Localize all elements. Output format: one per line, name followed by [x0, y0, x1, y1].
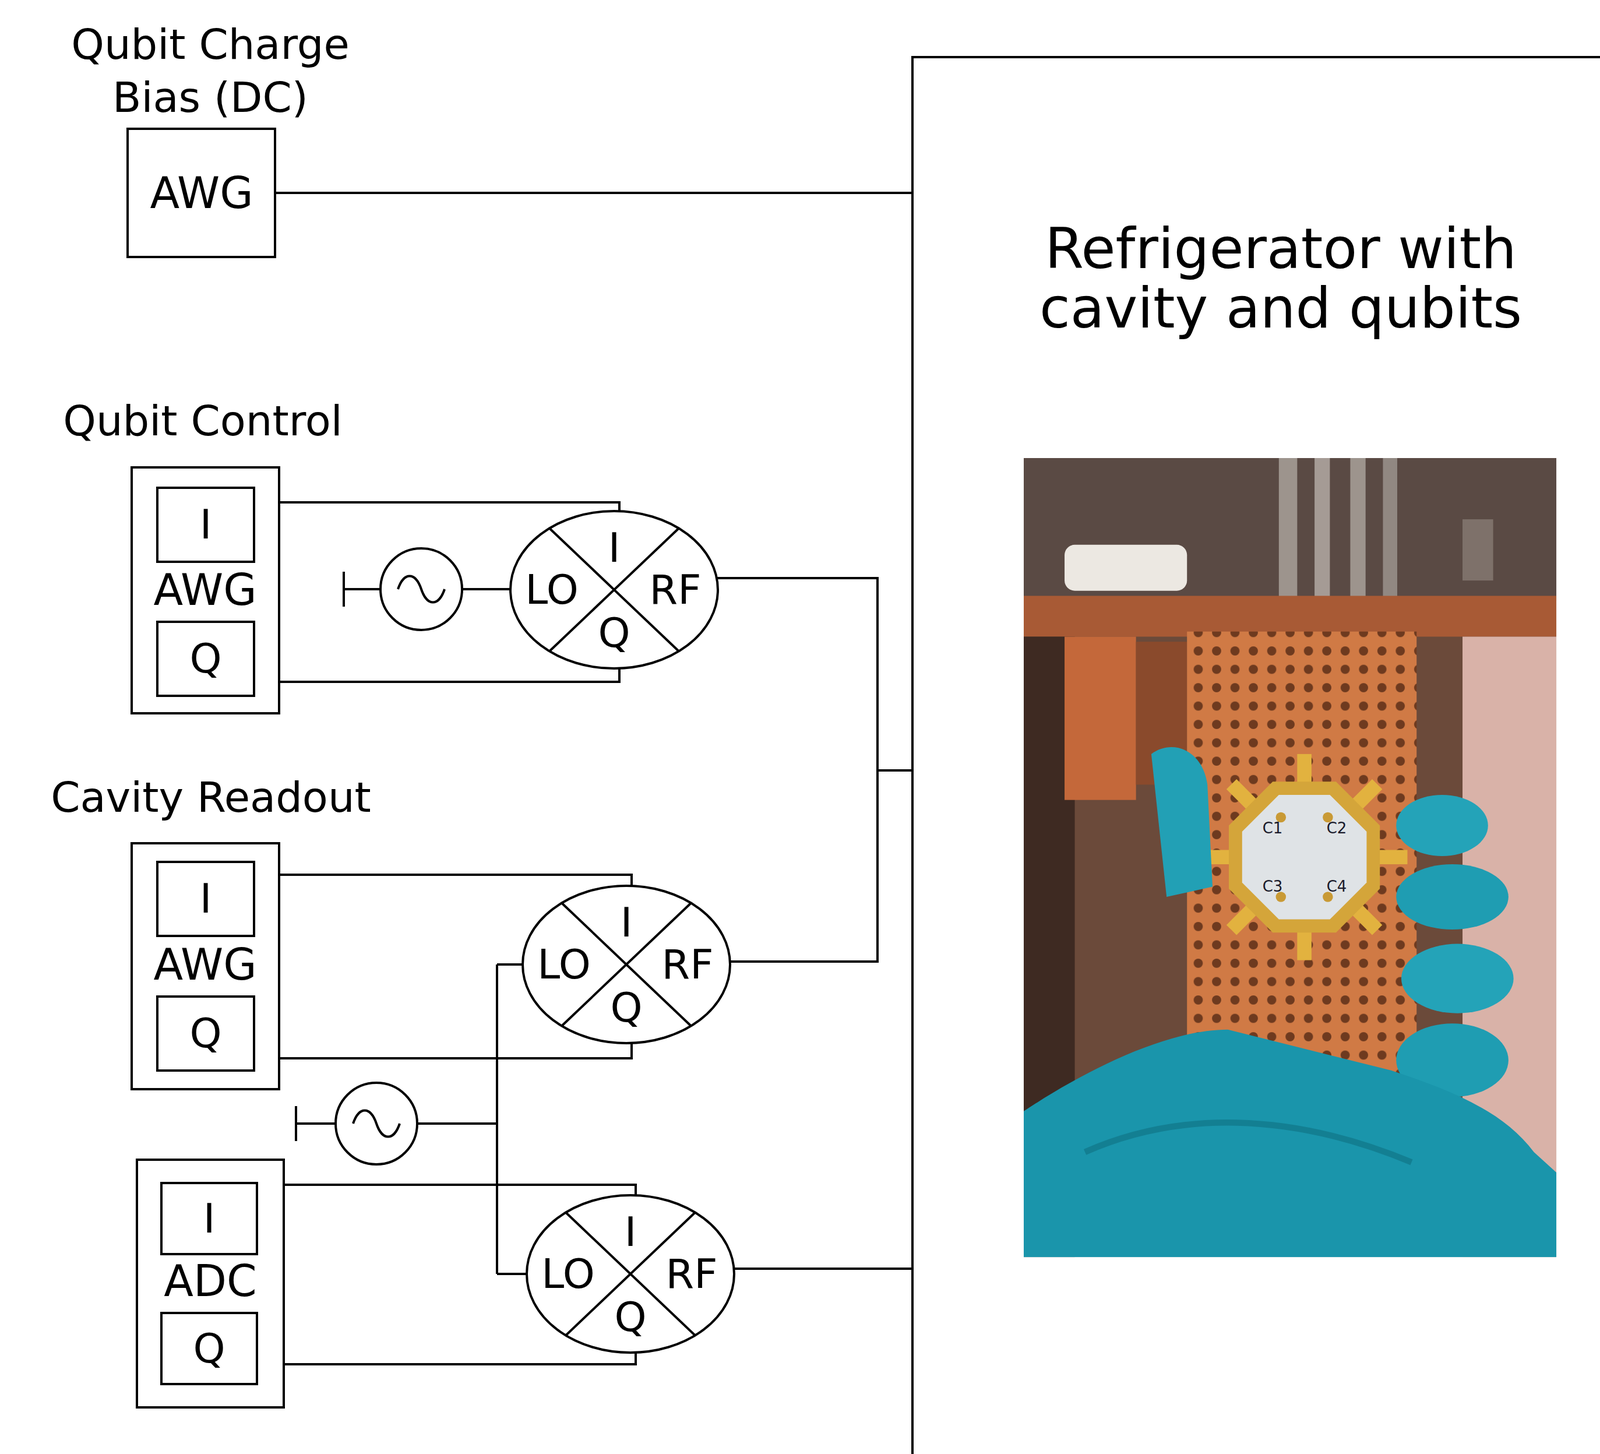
instrument-label: ADC: [163, 1259, 257, 1303]
signal-line: [280, 1042, 632, 1059]
section-heading: Cavity Readout: [50, 776, 372, 819]
section-heading: Qubit Charge Bias (DC): [53, 18, 368, 124]
channel-label: Q: [189, 638, 222, 679]
channel-box: I: [156, 860, 256, 937]
port-marking: C2: [1326, 820, 1348, 836]
port-marking: C4: [1326, 878, 1348, 894]
iq-mixer: I LO RF Q: [509, 509, 720, 670]
channel-label: Q: [189, 1012, 222, 1054]
local-oscillator: [343, 548, 511, 630]
port-label: Q: [597, 612, 630, 654]
port-label: LO: [541, 1253, 595, 1295]
port-label: Q: [610, 987, 643, 1028]
local-oscillator: [295, 964, 527, 1274]
port-label: Q: [614, 1296, 647, 1338]
signal-line: [280, 668, 620, 682]
awg-box: IQCavity ReadoutAWG: [130, 841, 281, 1091]
instrument-label: AWG: [153, 942, 257, 986]
port-label: I: [608, 527, 621, 569]
port-label: I: [624, 1211, 637, 1253]
channel-label: I: [199, 504, 213, 545]
port-label: I: [620, 901, 633, 943]
port-marking: C1: [1262, 820, 1284, 836]
signal-line: [280, 502, 620, 511]
iq-mixer: I LO RF Q: [525, 1193, 736, 1354]
refrigerator-label: Refrigerator with cavity and qubits: [1018, 219, 1543, 339]
channel-box: Q: [156, 620, 256, 697]
port-marking: C3: [1262, 878, 1284, 894]
channel-box: Q: [160, 1311, 259, 1385]
port-label: RF: [649, 569, 702, 611]
port-label: RF: [665, 1253, 718, 1295]
signal-line: [284, 1184, 636, 1196]
awg-box: Qubit Charge Bias (DC)AWG: [126, 127, 277, 259]
section-heading: Qubit Control: [62, 399, 343, 442]
signal-line: [280, 874, 632, 886]
instrument-label: AWG: [153, 568, 257, 612]
signal-line: [284, 1352, 636, 1365]
channel-box: Q: [156, 995, 256, 1072]
lab-photo: [1023, 457, 1557, 1257]
port-label: LO: [537, 943, 591, 985]
signal-line: [716, 578, 912, 771]
channel-box: I: [156, 486, 256, 563]
port-label: RF: [661, 943, 714, 985]
signal-line: [734, 1267, 912, 1270]
signal-line: [276, 191, 912, 195]
channel-box: I: [160, 1181, 259, 1256]
refrigerator-box: Refrigerator with cavity and qubits: [911, 55, 1600, 1454]
awg-box: IQQubit ControlAWG: [130, 466, 281, 715]
port-label: LO: [524, 569, 579, 611]
iq-mixer: I LO RF Q: [521, 884, 732, 1045]
adc-box: I Q ADC: [135, 1158, 285, 1409]
channel-label: I: [199, 878, 213, 919]
instrument-label: AWG: [149, 171, 253, 215]
channel-label: Q: [192, 1327, 225, 1369]
channel-label: I: [203, 1197, 216, 1239]
signal-line: [730, 770, 912, 962]
